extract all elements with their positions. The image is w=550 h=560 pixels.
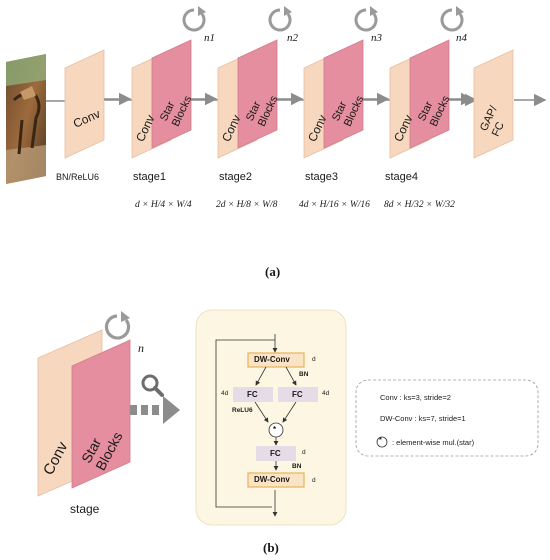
- repeat-n1: n1: [204, 32, 215, 44]
- stage-1-blocks: [131, 39, 192, 159]
- stage-star-block: [71, 339, 131, 489]
- d-mid-label: d: [302, 449, 306, 456]
- fc-mid-label: FC: [270, 449, 281, 458]
- fc-right-label: FC: [292, 390, 303, 399]
- legend-star-symbol: *: [379, 437, 382, 444]
- caption-a: (a): [265, 264, 281, 279]
- stage-2-blocks: [217, 39, 278, 159]
- magnify-icon: [141, 374, 164, 397]
- legend-dwconv: DW-Conv : ks=7, stride=1: [380, 414, 466, 423]
- legend-star: : element-wise mul.(star): [392, 438, 475, 447]
- stage-4-blocks: [389, 39, 450, 159]
- star-symbol: *: [273, 425, 277, 434]
- dwconv-bot-label: DW-Conv: [254, 475, 290, 484]
- stage2-label: stage2: [219, 171, 253, 183]
- repeat-n2: n2: [287, 32, 298, 44]
- caption-b: (b): [263, 540, 279, 555]
- head-block: [473, 49, 514, 159]
- block-detail-background: [195, 309, 347, 526]
- bn-mid-label: BN: [292, 463, 302, 470]
- skip-connection: [215, 334, 278, 517]
- dwconv-top-box: [247, 352, 305, 368]
- stage1-label: stage1: [133, 171, 167, 183]
- legend-star-circle: [376, 436, 388, 448]
- star-op-circle: [268, 422, 284, 438]
- stage-loop-icon: [104, 311, 131, 340]
- fc-right-box: [278, 387, 318, 402]
- top-flow-arrows: [46, 93, 547, 107]
- stage-repeat-n: n: [138, 341, 144, 355]
- fc-left-box: [233, 387, 273, 402]
- fc-mid-box: [256, 446, 296, 461]
- dwconv-bottom-box: [247, 472, 305, 488]
- stage3-label: stage3: [305, 171, 339, 183]
- stage-label: stage: [70, 502, 100, 516]
- stem-conv-block: [64, 49, 105, 159]
- legend-conv: Conv : ks=3, stride=2: [380, 393, 451, 402]
- stage3-dim: 4d × H/16 × W/16: [299, 200, 370, 210]
- stem-caption: BN/ReLU6: [56, 172, 100, 182]
- d-bot-label: d: [312, 477, 316, 484]
- stage4-label: stage4: [385, 171, 419, 183]
- dim-4d-left: 4d: [221, 390, 229, 397]
- zoom-dashed-arrow: [130, 396, 180, 424]
- dim-4d-right: 4d: [322, 390, 330, 397]
- fc-left-label: FC: [247, 390, 258, 399]
- d-top-label: d: [312, 356, 316, 363]
- stage-3-blocks: [303, 39, 364, 159]
- dwconv-top-label: DW-Conv: [254, 355, 290, 364]
- repeat-n3: n3: [371, 32, 382, 44]
- repeat-loop-icons: [182, 8, 464, 32]
- stage2-dim: 2d × H/8 × W/8: [216, 200, 278, 210]
- input-image: [6, 54, 46, 184]
- legend-box: [355, 379, 539, 457]
- stage1-dim: d × H/4 × W/4: [135, 200, 192, 210]
- relu-label: ReLU6: [232, 407, 253, 414]
- stage4-dim: 8d × H/32 × W/32: [384, 200, 455, 210]
- bn-top-label: BN: [299, 371, 309, 378]
- repeat-n4: n4: [456, 32, 467, 44]
